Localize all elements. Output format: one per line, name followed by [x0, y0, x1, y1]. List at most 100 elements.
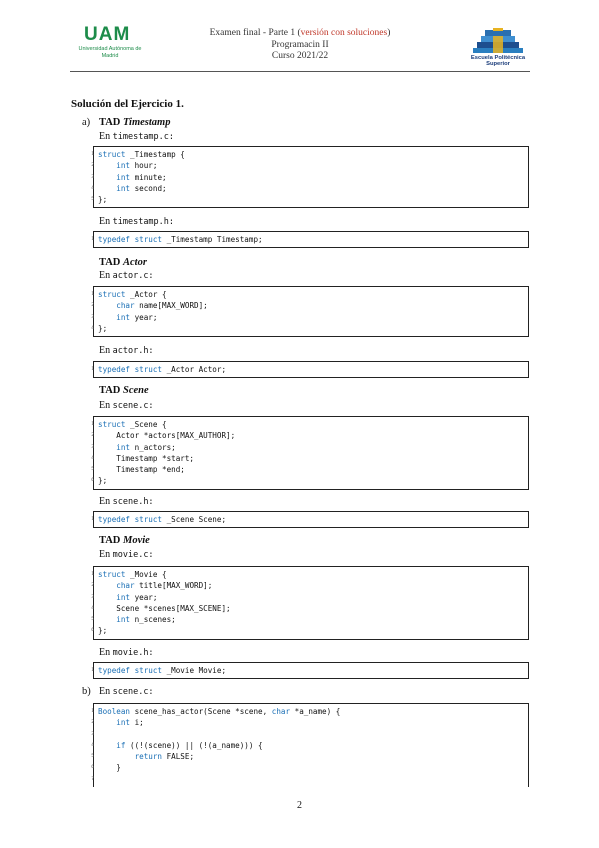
- code-line: 6 }: [91, 762, 528, 773]
- code-keyword: typedef struct: [98, 365, 163, 374]
- code-keyword: int: [98, 312, 131, 322]
- solution-title: Solución del Ejercicio 1.: [71, 98, 184, 110]
- code-keyword: int: [98, 161, 131, 171]
- code-text: int minute;: [98, 172, 167, 182]
- b-scene-c-caption: En scene.c:: [99, 686, 154, 697]
- code-line: 3 int minute;: [91, 172, 528, 183]
- code-keyword: typedef struct: [98, 515, 163, 524]
- code-movie-h: 1 typedef struct _Movie Movie;: [91, 662, 529, 680]
- code-keyword: int: [98, 442, 131, 452]
- actor-c-caption: En actor.c:: [99, 270, 154, 281]
- code-line: 1 typedef struct _Movie Movie;: [91, 665, 528, 676]
- line-number: 1: [91, 367, 94, 372]
- code-text: }: [98, 763, 121, 773]
- code-keyword: int: [98, 172, 131, 182]
- timestamp-h-caption: En timestamp.h:: [99, 216, 175, 227]
- code-line: 2 Actor *actors[MAX_AUTHOR];: [91, 430, 528, 441]
- code-line: 4};: [91, 323, 528, 334]
- code-line: 1 struct _Movie {: [91, 569, 528, 580]
- line-number: 1: [91, 422, 94, 427]
- code-line: 2 char title[MAX_WORD];: [91, 580, 528, 591]
- line-number: 2: [91, 720, 94, 726]
- line-number: 1: [91, 237, 94, 242]
- code-line: 4 Scene *scenes[MAX_SCENE];: [91, 603, 528, 614]
- line-number: 1: [91, 517, 94, 522]
- code-line: 3 int year;: [91, 592, 528, 603]
- line-number: 1: [91, 572, 94, 577]
- code-line: 6};: [91, 625, 528, 636]
- code-text: char title[MAX_WORD];: [98, 581, 213, 591]
- code-keyword: return: [98, 752, 163, 762]
- code-line: 5 return FALSE;: [91, 751, 528, 762]
- eps-logo: Escuela Politécnica Superior: [463, 27, 533, 67]
- header-rule: [70, 71, 530, 72]
- code-text: int i;: [98, 718, 144, 728]
- code-keyword: typedef struct: [98, 235, 163, 244]
- code-text: struct _Movie {: [98, 570, 167, 579]
- code-text: };: [98, 195, 108, 205]
- line-number: 2: [91, 303, 94, 309]
- code-line: 1 typedef struct _Scene Scene;: [91, 514, 528, 525]
- uam-logo-subtitle: Universidad Autónoma de Madrid: [78, 46, 142, 59]
- line-number: 6: [91, 765, 94, 771]
- code-line: 4 if ((!(scene)) || (!(a_name))) {: [91, 740, 528, 751]
- code-text: Scene *scenes[MAX_SCENE];: [98, 603, 231, 613]
- code-line: 5 int n_scenes;: [91, 614, 528, 625]
- code-keyword: struct: [98, 150, 126, 159]
- uam-logo: UAM Universidad Autónoma de Madrid: [70, 24, 150, 66]
- code-text: Timestamp *end;: [98, 465, 185, 475]
- line-number: 1: [91, 292, 94, 297]
- code-line: 3: [91, 729, 528, 740]
- line-number: 3: [91, 731, 94, 737]
- line-number: 5: [91, 197, 94, 203]
- code-text: int hour;: [98, 161, 158, 171]
- code-keyword: struct: [98, 420, 126, 429]
- line-number: 1: [91, 668, 94, 673]
- line-number: 4: [91, 742, 94, 748]
- line-number: 6: [91, 478, 94, 484]
- line-number: 4: [91, 605, 94, 611]
- code-text: int n_actors;: [98, 442, 176, 452]
- code-line: 6};: [91, 475, 528, 486]
- tad-scene-heading: TAD Scene: [99, 385, 149, 396]
- code-keyword: int: [98, 718, 131, 728]
- solutions-label: versión con soluciones: [300, 28, 388, 38]
- code-keyword: char: [271, 707, 291, 716]
- line-number: 3: [91, 174, 94, 180]
- line-number: 3: [91, 314, 94, 320]
- code-line: 3 int n_actors;: [91, 442, 528, 453]
- header-line-3: Curso 2021/22: [271, 51, 329, 61]
- code-keyword: int: [98, 615, 131, 625]
- line-number: 2: [91, 163, 94, 169]
- part-a-marker: a): [82, 117, 91, 128]
- code-keyword: char: [98, 581, 135, 591]
- code-text: typedef struct _Scene Scene;: [98, 515, 227, 524]
- line-number: 2: [91, 583, 94, 589]
- code-line: 4 int second;: [91, 183, 528, 194]
- uam-logo-letters: UAM: [84, 24, 131, 45]
- page-header: UAM Universidad Autónoma de Madrid Exame…: [0, 0, 599, 72]
- line-number: 6: [91, 628, 94, 634]
- tad-actor-heading: TAD Actor: [99, 257, 147, 268]
- code-text: return FALSE;: [98, 752, 195, 762]
- eps-building-icon: [473, 28, 523, 53]
- code-line: 4 Timestamp *start;: [91, 453, 528, 464]
- line-number: 4: [91, 455, 94, 461]
- code-text: typedef struct _Movie Movie;: [98, 666, 227, 675]
- line-number: 2: [91, 433, 94, 439]
- line-number: 3: [91, 444, 94, 450]
- code-keyword: char: [98, 301, 135, 311]
- tad-timestamp-heading: TAD Timestamp: [99, 117, 171, 128]
- code-text: };: [98, 476, 108, 486]
- line-number: 5: [91, 617, 94, 623]
